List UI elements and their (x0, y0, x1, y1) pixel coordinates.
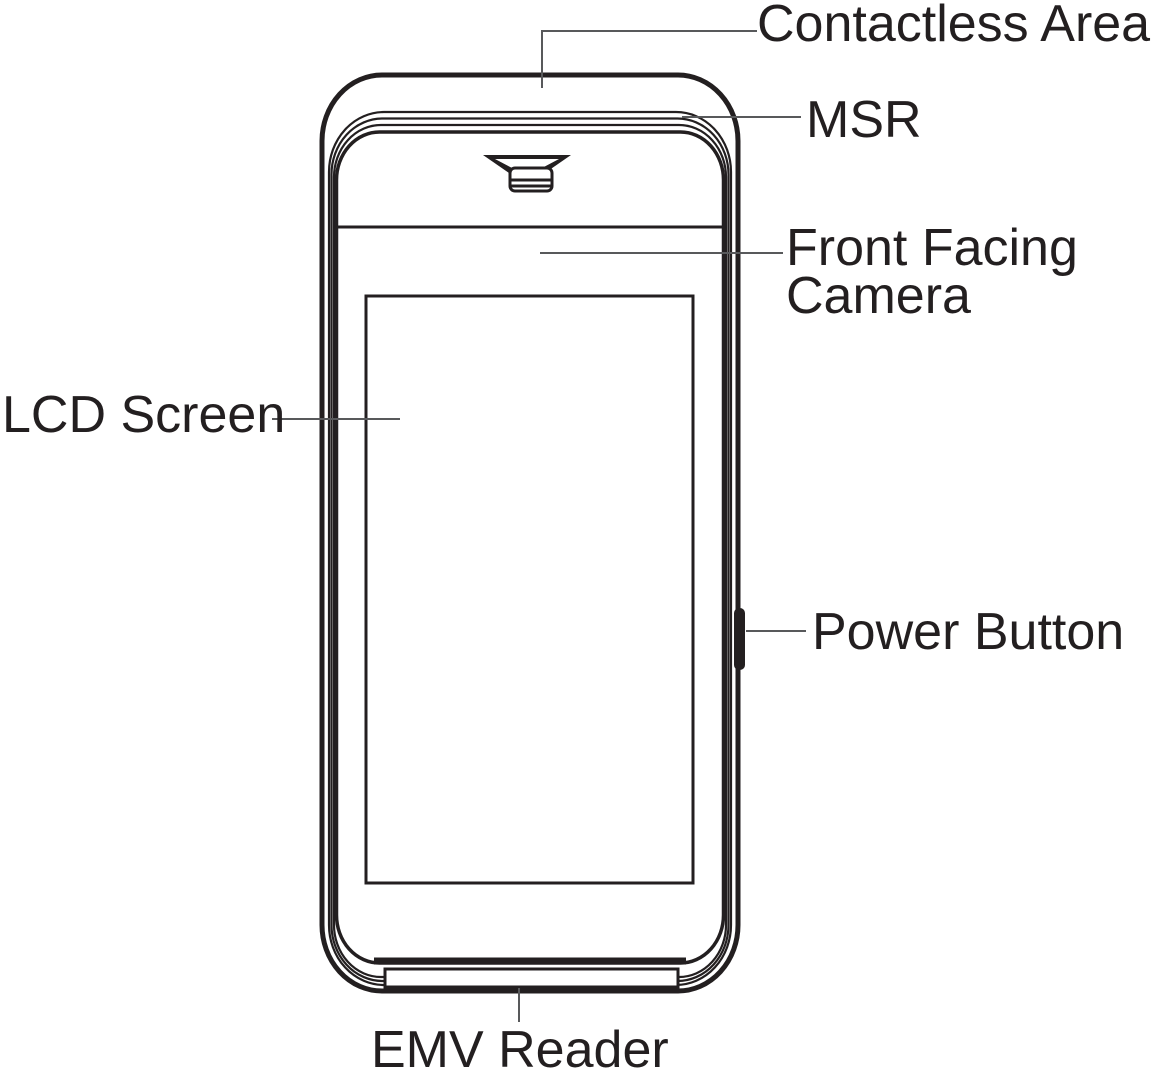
label-lcd-screen: LCD Screen (2, 386, 286, 444)
lcd-screen-outline (364, 294, 695, 885)
emv-slot (383, 967, 680, 989)
speaker-wing-cutout (495, 159, 559, 169)
contactless-area-leader-line (541, 30, 757, 88)
label-front-facing-camera: Front Facing Camera (786, 219, 1078, 325)
label-emv-reader: EMV Reader (371, 1021, 669, 1079)
label-msr: MSR (806, 91, 922, 149)
label-front-facing-camera-line2: Camera (786, 267, 971, 325)
label-front-facing-camera-line1: Front Facing (786, 219, 1078, 277)
camera-speaker-icon (483, 155, 571, 193)
power-button (734, 608, 745, 670)
label-contactless-area: Contactless Area (757, 0, 1151, 53)
label-power-button: Power Button (812, 603, 1125, 661)
